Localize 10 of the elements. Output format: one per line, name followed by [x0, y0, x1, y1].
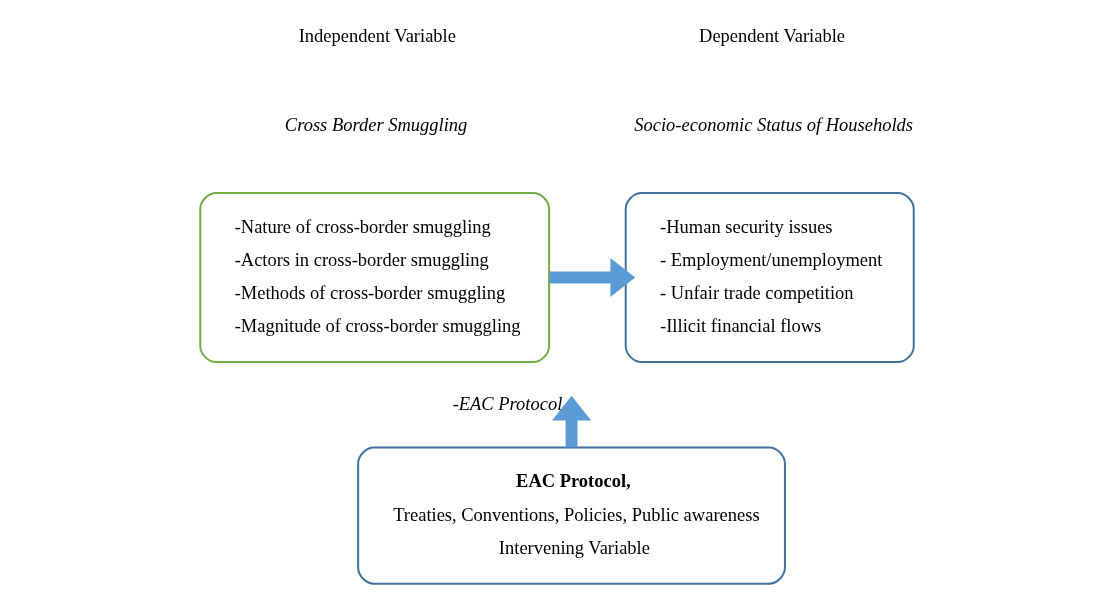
- node-box: -Human security issues - Employment/unemployment - Unfair trade competition -Illicit financial flows: [624, 192, 915, 364]
- node-box: EAC Protocol, Treaties, Conventions, Policies, Public awareness Intervening Variable: [357, 446, 786, 585]
- label: Cross Border Smuggling: [284, 114, 468, 135]
- edge-label: -EAC Protocol: [452, 393, 563, 414]
- label: Independent Variable: [298, 25, 456, 46]
- arrow: [552, 395, 592, 448]
- label: Socio-economic Status of Households: [634, 114, 914, 135]
- label: Dependent Variable: [699, 25, 845, 46]
- arrow: [549, 258, 636, 298]
- node-box: -Nature of cross-border smuggling -Actors in cross-border smuggling -Methods of cross-border smuggling -Magnitude of cross-border smuggling: [199, 192, 551, 364]
